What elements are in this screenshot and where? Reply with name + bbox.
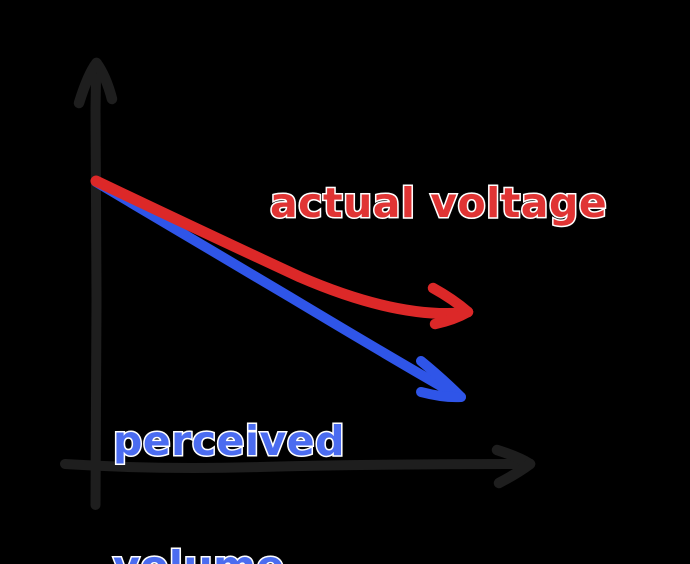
label-perceived-volume-line2: volume bbox=[112, 544, 345, 564]
label-actual-voltage: actual voltage bbox=[268, 179, 608, 227]
series-perceived-volume bbox=[91, 177, 466, 403]
label-perceived-volume-line1: perceived bbox=[112, 416, 346, 465]
x-axis-arrow bbox=[60, 444, 536, 489]
label-perceived-volume: perceived volume bbox=[112, 337, 346, 564]
y-axis-arrow bbox=[73, 57, 118, 510]
series-actual-voltage bbox=[90, 175, 474, 330]
